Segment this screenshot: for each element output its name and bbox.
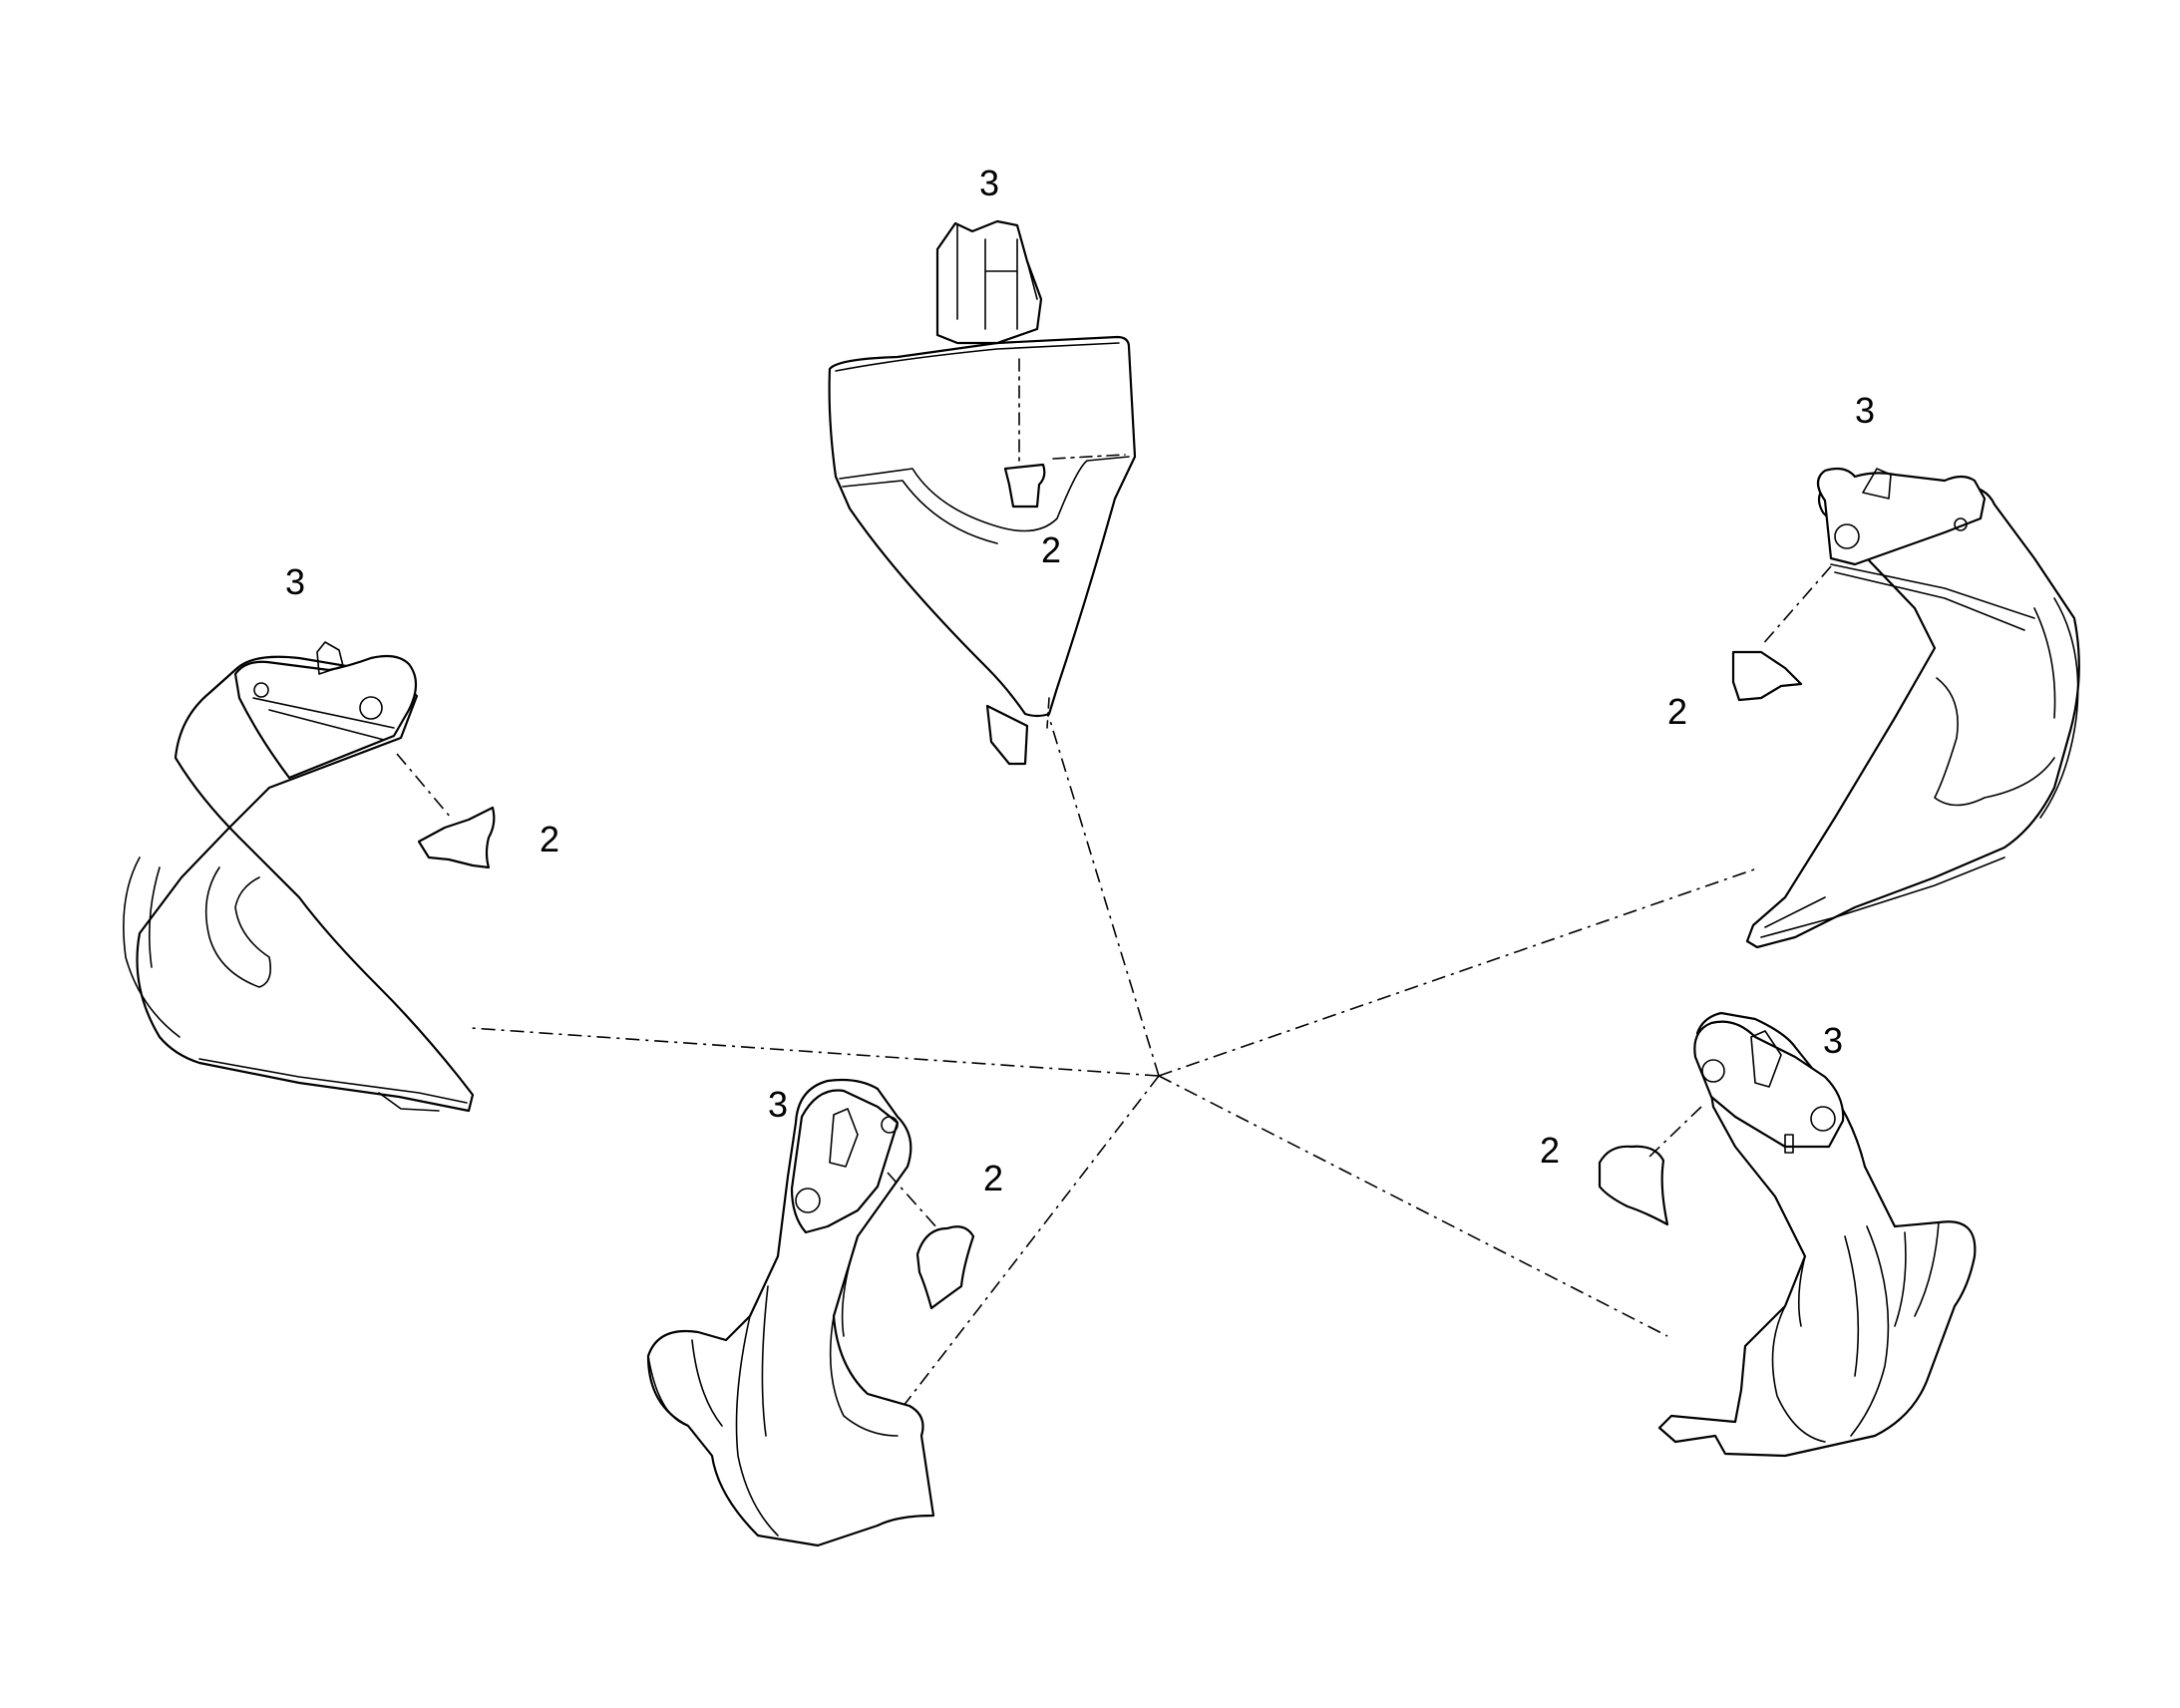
callout-bottom-right-2: 2 — [1540, 1130, 1560, 1171]
part-left-dash — [396, 753, 452, 819]
bucket-left-pin-hole — [359, 696, 383, 720]
bucket-right-bracket-detail — [1830, 563, 2035, 631]
bucket-right-lug — [1862, 468, 1892, 500]
bucket-top-lip — [835, 342, 1120, 372]
bucket-top-tooth-dash2 — [1052, 454, 1126, 460]
callout-left-3: 3 — [285, 561, 305, 602]
bucket-right: 3 2 — [1667, 390, 2080, 949]
bucket-left-bracket-detail — [252, 697, 395, 741]
bucket-bottom-left-inner-curve — [735, 1285, 779, 1537]
callout-bottom-right-3: 3 — [1823, 1020, 1843, 1061]
bucket-left-bracket — [233, 654, 418, 780]
bucket-bottom-right-pin-hole — [1701, 1059, 1725, 1083]
bucket-left-lug — [316, 641, 344, 675]
bucket-right-bracket — [1816, 467, 1987, 566]
bucket-left: 3 2 — [123, 561, 559, 1113]
leader-lines — [470, 687, 1758, 1434]
part-bottom-left-tooth — [915, 1225, 975, 1310]
bucket-right-small-hole — [1954, 517, 1968, 531]
bucket-top-mount — [935, 219, 1043, 345]
callout-top-2: 2 — [1041, 529, 1061, 570]
bucket-top-body — [828, 335, 1137, 718]
bucket-right-edge — [1760, 856, 2005, 938]
leader-line-bottom-left — [882, 1075, 1160, 1434]
bucket-top-mount-detail — [956, 224, 1038, 330]
part-right-dash — [1760, 565, 1832, 647]
bucket-top: 3 2 — [828, 163, 1137, 766]
bucket-bottom-right-lug — [1750, 1030, 1782, 1088]
part-left-tooth — [417, 806, 496, 869]
bucket-bottom-left-bracket — [790, 1089, 900, 1234]
callout-right-2: 2 — [1667, 691, 1687, 732]
callout-left-2: 2 — [540, 819, 559, 859]
bucket-bottom-right-bracket — [1693, 1020, 1845, 1149]
bucket-right-wear-plate — [1934, 677, 2055, 807]
bucket-right-inner-curve — [2033, 597, 2079, 819]
bucket-bottom-left-left-plate — [647, 1339, 723, 1427]
bucket-top-inner — [842, 480, 998, 544]
bucket-right-pin-hole — [1834, 523, 1860, 549]
leader-line-bottom-right — [1158, 1075, 1668, 1337]
bucket-bottom-right-inner-curve — [1844, 1225, 1890, 1437]
bucket-left-small-hole — [253, 682, 269, 698]
bucket-bottom-left: 3 2 — [646, 1078, 1003, 1547]
part-bottom-left-dash — [887, 1172, 938, 1229]
part-bottom-right-dash — [1648, 1106, 1702, 1158]
bucket-bottom-left-wear-plate — [829, 1235, 899, 1437]
callout-bottom-left-2: 2 — [983, 1158, 1003, 1198]
bucket-bottom-right: 3 2 — [1540, 1011, 1977, 1458]
part-bottom-right-tooth — [1598, 1145, 1669, 1226]
bucket-bottom-right-body — [1657, 1011, 1977, 1458]
part-right-tooth — [1731, 650, 1803, 702]
bucket-left-wear-plate — [204, 866, 272, 988]
bucket-bottom-right-slot — [1784, 1134, 1794, 1154]
bucket-bottom-left-pin-hole — [795, 1188, 821, 1213]
leader-line-right — [1158, 867, 1758, 1077]
bucket-left-body — [136, 655, 475, 1113]
bucket-top-tooth — [1003, 463, 1046, 509]
bucket-right-body — [1745, 476, 2080, 949]
bucket-bottom-left-lug — [829, 1108, 859, 1168]
leader-line-left — [470, 1027, 1160, 1077]
bucket-bottom-right-wear-plate — [1771, 1255, 1826, 1443]
callout-top-3: 3 — [979, 163, 999, 203]
bucket-bottom-right-right-plate — [1894, 1221, 1940, 1327]
bucket-bottom-left-body — [646, 1078, 935, 1547]
bucket-top-bottom-dash — [1046, 697, 1050, 729]
bucket-top-cutting-edge — [839, 456, 1130, 532]
bucket-left-inner-curve — [123, 856, 181, 1038]
callout-bottom-left-3: 3 — [768, 1084, 788, 1125]
bucket-bottom-left-upper-hole — [881, 1116, 899, 1134]
bucket-bottom-right-lower-hole — [1810, 1106, 1836, 1132]
bucket-top-bottom-tooth — [985, 704, 1029, 766]
bucket-left-edge — [198, 1058, 468, 1112]
leader-line-top — [1039, 687, 1160, 1077]
callout-right-3: 3 — [1855, 390, 1875, 431]
